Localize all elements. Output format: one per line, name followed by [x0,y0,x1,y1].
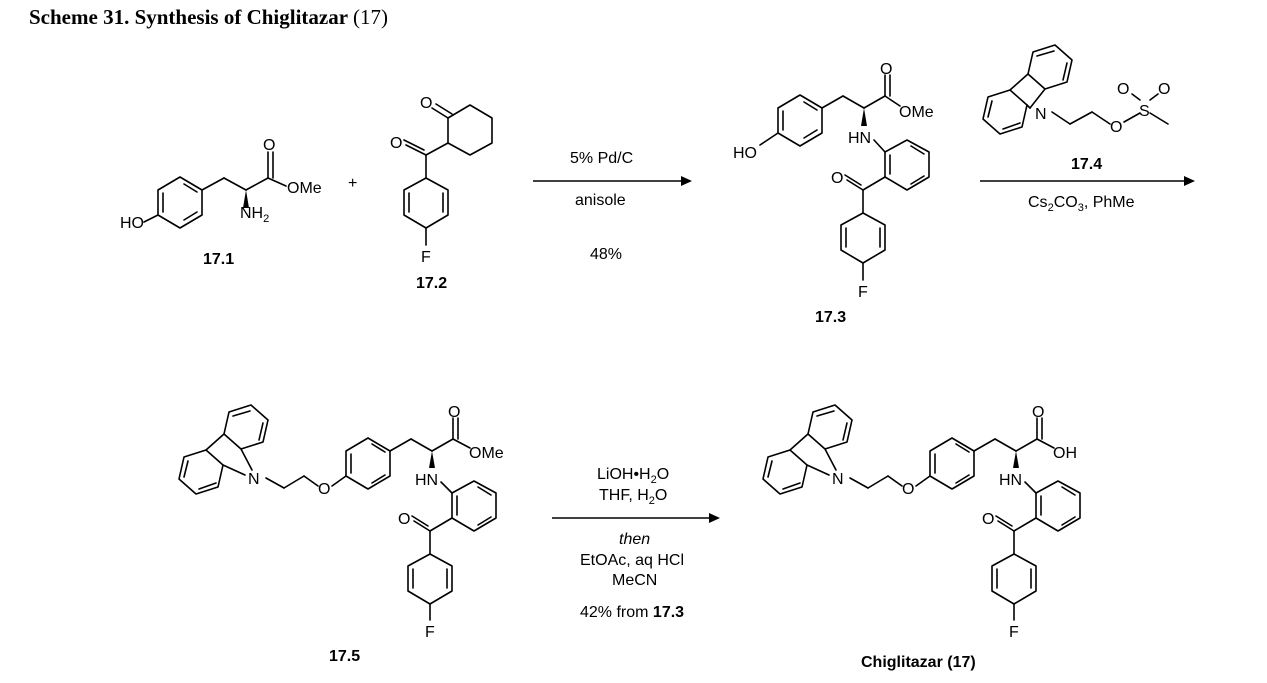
atom-o2: O [1158,81,1170,98]
compound-label-17-4: 17.4 [1071,156,1102,173]
atom-ho: HO [120,215,144,232]
atom-f: F [858,284,868,301]
plus-sign: + [348,175,357,192]
scheme-title-text: Scheme 31. Synthesis of Chiglitazar [29,5,348,29]
step3-line3: EtOAc, aq HCl [580,552,684,569]
atom-oh: OH [1053,445,1077,462]
atom-s: S [1139,103,1150,120]
step3-line1: LiOH•H2O [597,466,669,486]
atom-o-ether: O [318,481,330,498]
atom-hn: HN [848,130,871,147]
scheme-title: Scheme 31. Synthesis of Chiglitazar (17) [29,5,388,29]
atom-o: O [1110,119,1122,136]
atom-o1: O [1117,81,1129,98]
structure-17-4: N O S O O 17.4 [982,44,1170,173]
atom-o-keto: O [831,170,843,187]
step3-line4: MeCN [612,572,657,589]
structure-17-2: O O F 17.2 [390,95,493,292]
atom-ome: OMe [469,445,504,462]
atom-o-ring: O [420,95,432,112]
atom-o: O [880,61,892,78]
structure-17-5: N O O OMe HN O F 17.5 [178,404,504,665]
atom-hn: HN [999,472,1022,489]
step1-reagent: 5% Pd/C [570,150,633,167]
step-2: Cs2CO3, PhMe [980,176,1195,214]
atom-o-keto: O [390,135,402,152]
compound-label-17-1: 17.1 [203,251,234,268]
compound-label-chiglitazar: Chiglitazar (17) [861,654,976,671]
atom-ome: OMe [287,180,322,197]
atom-ho: HO [733,145,757,162]
atom-o: O [1032,404,1044,421]
atom-o-keto: O [398,511,410,528]
atom-o: O [448,404,460,421]
step3-line2: THF, H2O [599,487,667,507]
atom-o-ether: O [902,481,914,498]
atom-nh2-main: NH [240,205,263,222]
atom-nh2-sub: 2 [263,213,269,225]
structure-17-1: HO O OMe NH2 17.1 [120,137,322,268]
compound-label-17-2: 17.2 [416,275,447,292]
atom-f: F [421,249,431,266]
atom-n: N [248,471,260,488]
atom-n: N [832,471,844,488]
atom-ome: OMe [899,104,934,121]
structure-17-3: HO O OMe HN O F 17.3 [733,61,934,326]
step3-then: then [619,531,650,548]
atom-f: F [425,624,435,641]
atom-f: F [1009,624,1019,641]
step-1: 5% Pd/C anisole 48% [533,150,692,263]
atom-o: O [263,137,275,154]
step-3: LiOH•H2O THF, H2O then EtOAc, aq HCl MeC… [552,466,720,621]
compound-label-17-5: 17.5 [329,648,360,665]
step1-yield: 48% [590,246,622,263]
compound-label-17-3: 17.3 [815,309,846,326]
atom-hn: HN [415,472,438,489]
scheme-title-number: (17) [353,5,388,29]
step3-yield: 42% from 17.3 [580,604,684,621]
atom-n: N [1035,106,1047,123]
atom-nh2: NH2 [240,205,269,225]
step2-conditions: Cs2CO3, PhMe [1028,194,1135,214]
structure-chiglitazar: N O O OH HN O F Chiglitazar (17) [762,404,1081,671]
step1-solvent: anisole [575,192,626,209]
atom-o-keto: O [982,511,994,528]
